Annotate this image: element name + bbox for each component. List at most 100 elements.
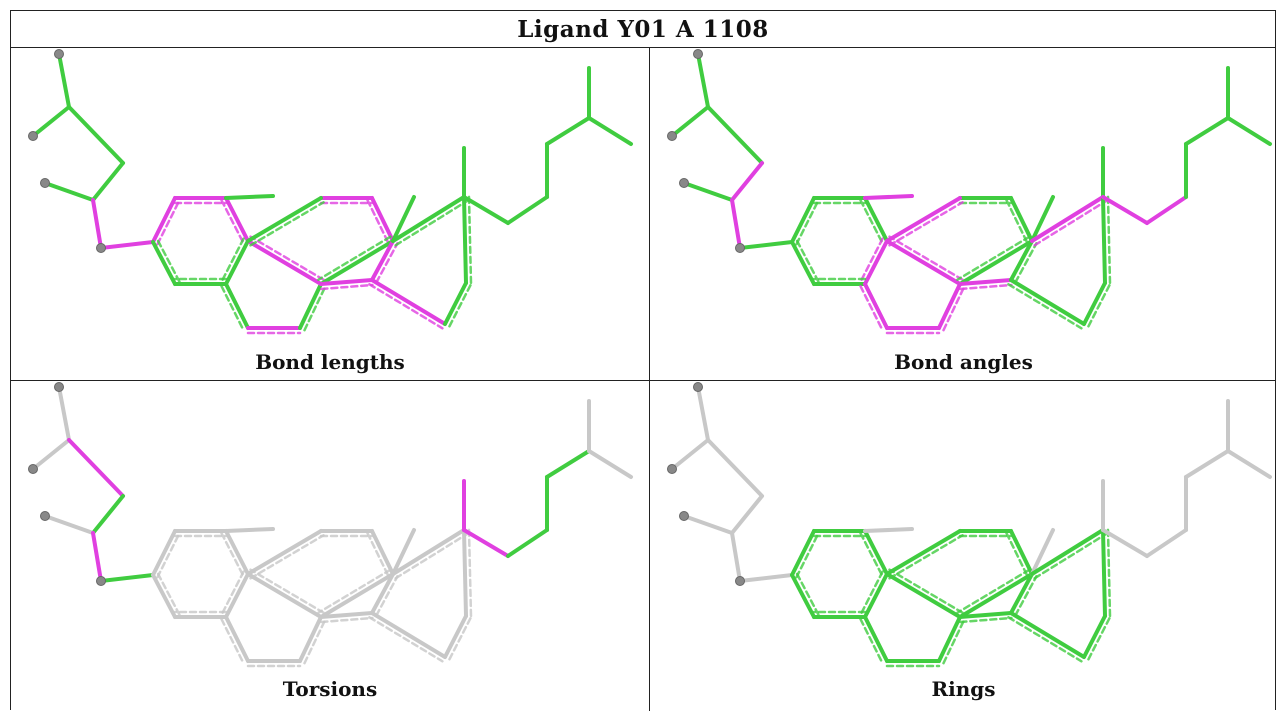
bond [937, 282, 962, 330]
bond [91, 494, 125, 535]
bond [863, 572, 889, 619]
bond [246, 529, 323, 576]
aromatic-bond-dash [859, 570, 884, 616]
row-divider [11, 380, 1275, 381]
bond [443, 281, 468, 326]
bond [587, 116, 633, 146]
molecule-rings [667, 382, 1272, 668]
bond [863, 527, 914, 533]
bond [224, 239, 250, 286]
aromatic-bond-dash [320, 283, 374, 291]
bond [506, 528, 549, 558]
bond [1009, 278, 1086, 326]
caption-bond-angles: Bond angles [894, 350, 1033, 374]
aromatic-bond-dash [888, 201, 964, 247]
aromatic-bond-dash [220, 284, 245, 332]
aromatic-bond-dash [249, 201, 325, 247]
aromatic-bond-dash [366, 198, 390, 245]
bond [1184, 116, 1230, 146]
aromatic-bond-dash [956, 235, 1031, 281]
bond [863, 282, 889, 330]
aromatic-bond-dash [375, 575, 399, 617]
bond [696, 385, 710, 442]
aromatic-bond-dash [220, 532, 245, 578]
bond [1030, 528, 1055, 576]
bond [319, 572, 395, 619]
aromatic-bond-dash [959, 616, 1013, 624]
bond [790, 573, 816, 619]
aromatic-bond-dash [156, 531, 181, 579]
aromatic-bond-dash [220, 237, 245, 283]
bond [99, 573, 155, 583]
terminal-atom [735, 576, 745, 586]
aromatic-bond-dash [366, 531, 390, 578]
aromatic-bond-dash [795, 571, 820, 616]
bond [370, 278, 447, 326]
bond [958, 239, 1034, 286]
bond [738, 240, 794, 250]
bond [224, 615, 250, 663]
bond [863, 194, 914, 200]
molecule-bond-angles [667, 49, 1272, 335]
bond [730, 494, 764, 535]
aromatic-bond-dash [303, 284, 327, 332]
terminal-atom [54, 382, 64, 392]
aromatic-bond-dash [1005, 531, 1029, 578]
bond [319, 278, 374, 286]
bond [1009, 239, 1034, 282]
aromatic-bond-dash [942, 617, 966, 665]
bond [1101, 528, 1149, 558]
aromatic-bond-dash [220, 570, 245, 616]
aromatic-bond-dash [320, 616, 374, 624]
aromatic-bond-dash [1106, 195, 1112, 285]
bond [545, 449, 591, 479]
terminal-atom [28, 131, 38, 141]
bond [319, 611, 374, 619]
terminal-atom [679, 178, 689, 188]
bond [298, 282, 323, 330]
aromatic-bond-dash [467, 528, 473, 618]
ligand-title: Ligand Y01 A 1108 [11, 11, 1275, 48]
bond [370, 611, 447, 659]
bond [91, 161, 125, 202]
aromatic-bond-dash [859, 617, 884, 665]
terminal-atom [693, 49, 703, 59]
aromatic-bond-dash [317, 235, 392, 281]
aromatic-bond-dash [375, 242, 399, 284]
molecule-bond-lengths [28, 49, 633, 335]
bond [391, 195, 466, 243]
panel-torsions: Torsions [11, 381, 649, 711]
aromatic-bond-dash [859, 199, 884, 245]
aromatic-bond-dash [394, 200, 468, 247]
aromatic-bond-dash [448, 617, 472, 661]
bond [587, 449, 633, 479]
bond [682, 181, 734, 202]
bond [1030, 528, 1105, 576]
bond [1101, 195, 1107, 285]
bond [224, 572, 250, 619]
bond [706, 105, 764, 165]
bond [462, 528, 510, 558]
bond [151, 196, 177, 244]
aromatic-bond-dash [1106, 528, 1112, 618]
terminal-atom [40, 178, 50, 188]
bond [31, 105, 71, 138]
bond [1082, 281, 1107, 326]
aromatic-bond-dash [303, 617, 327, 665]
aromatic-bond-dash [956, 568, 1031, 614]
bond [246, 196, 323, 243]
bond [863, 529, 889, 576]
bond [506, 195, 549, 225]
bond [57, 385, 71, 442]
bond [1226, 449, 1272, 479]
panel-bond-lengths: Bond lengths [11, 48, 649, 380]
bond [1082, 614, 1107, 659]
terminal-atom [40, 511, 50, 521]
terminal-atom [679, 511, 689, 521]
caption-bond-lengths: Bond lengths [255, 350, 405, 374]
molecule-torsions [28, 382, 633, 668]
aromatic-bond-dash [1087, 284, 1111, 328]
bond [298, 615, 323, 663]
bond [706, 438, 764, 498]
column-divider [649, 48, 650, 711]
